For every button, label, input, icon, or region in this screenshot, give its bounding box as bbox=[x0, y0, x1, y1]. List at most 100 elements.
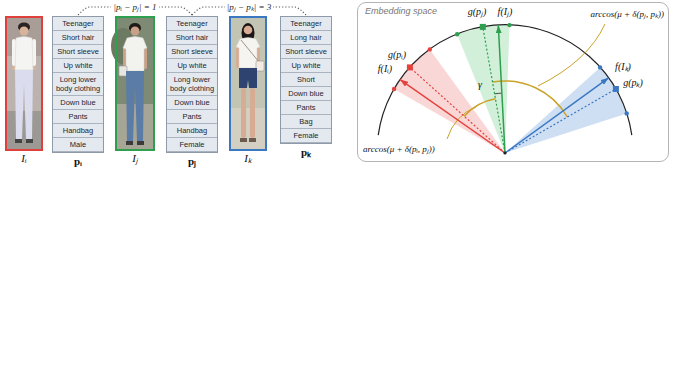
embedding-sketch bbox=[378, 25, 632, 136]
math-label: f(Iⱼ) bbox=[498, 6, 513, 18]
pedestrian-photo bbox=[229, 16, 267, 151]
attribute-cell: Down blue bbox=[53, 96, 103, 110]
pedestrian-photo bbox=[256, 61, 264, 71]
image-label: Iₖ bbox=[219, 152, 277, 164]
pedestrian-photo bbox=[239, 68, 257, 88]
attribute-cell: Up white bbox=[167, 59, 217, 73]
embedding-sketch bbox=[400, 80, 505, 153]
attribute-table: TeenagerLong hairShort sleeveUp whiteSho… bbox=[280, 16, 332, 144]
embedding-sketch bbox=[392, 87, 396, 91]
pedestrian-photo bbox=[126, 141, 133, 145]
embedding-sketch bbox=[495, 93, 502, 95]
attribute-cell: Short hair bbox=[53, 31, 103, 45]
photo-frame: Iₖ bbox=[229, 16, 267, 151]
math-label: g(pᵢ) bbox=[388, 49, 406, 61]
pedestrian-photo bbox=[20, 27, 29, 36]
attribute-table: TeenagerShort hairShort sleeveUp whiteLo… bbox=[52, 16, 104, 153]
attribute-cell: Down blue bbox=[167, 96, 217, 110]
attribute-cell: Pants bbox=[53, 110, 103, 124]
embedding-sketch bbox=[503, 151, 506, 154]
pedestrian-photo bbox=[126, 71, 144, 141]
embedding-sketch bbox=[378, 23, 632, 155]
attribute-cell: Up white bbox=[53, 59, 103, 73]
attribute-cell: Short sleeve bbox=[53, 45, 103, 59]
embedding-sketch bbox=[407, 64, 413, 70]
math-label: g(pₖ) bbox=[623, 77, 643, 89]
pedestrian-photo bbox=[115, 104, 155, 151]
attribute-cell: Up white bbox=[281, 59, 331, 73]
pedestrian-photo bbox=[5, 16, 43, 151]
image-label: Iⱼ bbox=[105, 152, 165, 164]
embedding-sketch bbox=[498, 25, 505, 153]
attribute-cell: Handbag bbox=[53, 124, 103, 138]
attribute-cell: Long hair bbox=[281, 31, 331, 45]
pedestrian-photo bbox=[137, 141, 144, 145]
math-label: f(Iᵢ) bbox=[378, 63, 392, 75]
embedding-sketch bbox=[538, 24, 605, 86]
pedestrian-photo bbox=[15, 37, 33, 71]
embedding-sketch bbox=[493, 81, 568, 117]
embedding-sketch bbox=[505, 67, 627, 153]
pedestrian-photo bbox=[15, 70, 33, 139]
embedding-sketch bbox=[505, 89, 616, 153]
embedding-sketch bbox=[464, 99, 495, 116]
embedding-sketch bbox=[483, 27, 505, 153]
pedestrian-photo bbox=[229, 16, 267, 151]
math-label: g(pⱼ) bbox=[468, 6, 487, 18]
pedestrian-photo bbox=[240, 138, 247, 142]
edge-label: |pⱼ − pₖ| = 3 bbox=[225, 2, 274, 13]
math-label: arccos(μ + δ(pᵢ, pⱼ)) bbox=[363, 144, 435, 155]
embedding-panel: Embedding space bbox=[357, 2, 669, 162]
attribute-cell: Handbag bbox=[167, 124, 217, 138]
pedestrian-photo bbox=[119, 66, 127, 76]
attribute-cell: Long lower body clothing bbox=[167, 73, 217, 96]
embedding-sketch bbox=[505, 78, 609, 153]
attribute-cell: Bag bbox=[281, 115, 331, 129]
pedestrian-photo bbox=[131, 27, 140, 36]
panel-title: Embedding space bbox=[365, 6, 437, 17]
attribute-cell: Short sleeve bbox=[167, 45, 217, 59]
pedestrian-photo bbox=[229, 108, 267, 151]
pedestrian-photo bbox=[241, 40, 259, 62]
photo-frame: Iᵢ bbox=[5, 16, 43, 151]
image-label: Iᵢ bbox=[0, 152, 53, 164]
math-label: arccos(μ + δ(pⱼ, pₖ)) bbox=[591, 9, 664, 20]
vector-label: pᵢ bbox=[41, 155, 115, 167]
edge-label: |pᵢ − pⱼ| = 1 bbox=[111, 2, 158, 13]
pedestrian-photo bbox=[26, 139, 33, 143]
embedding-sketch bbox=[480, 24, 486, 30]
embedding-sketch bbox=[410, 67, 505, 153]
pedestrian-photo bbox=[5, 16, 43, 151]
attribute-cell: Female bbox=[281, 129, 331, 143]
attribute-cell: Male bbox=[53, 138, 103, 152]
attribute-cell: Teenager bbox=[167, 17, 217, 31]
pedestrian-photo bbox=[249, 138, 256, 142]
attribute-table: TeenagerShort hairShort sleeveUp whiteLo… bbox=[166, 16, 218, 153]
pedestrian-photo bbox=[111, 16, 155, 151]
pedestrian-photo bbox=[15, 139, 22, 143]
embedding-sketch bbox=[428, 47, 432, 51]
attribute-cell: Female bbox=[167, 138, 217, 152]
math-label: f(Iₖ) bbox=[615, 61, 631, 73]
photo-frame: Iⱼ bbox=[115, 16, 155, 151]
pedestrian-photo bbox=[5, 111, 43, 151]
embedding-sketch bbox=[625, 111, 629, 115]
pedestrian-photo bbox=[241, 88, 246, 138]
pedestrian-photo bbox=[244, 26, 253, 35]
math-label: γ bbox=[478, 79, 482, 91]
attribute-cell: Teenager bbox=[53, 17, 103, 31]
attribute-cell: Down blue bbox=[281, 87, 331, 101]
attribute-cell: Short hair bbox=[167, 31, 217, 45]
attribute-cell: Short bbox=[281, 73, 331, 87]
embedding-sketch bbox=[507, 23, 511, 27]
vector-label: pⱼ bbox=[155, 155, 229, 167]
embedding-sketch bbox=[613, 86, 619, 92]
pedestrian-photo bbox=[250, 88, 255, 138]
embedding-sketch bbox=[455, 32, 459, 36]
vector-label: pₖ bbox=[269, 146, 343, 158]
embedding-sketch bbox=[598, 65, 602, 69]
attribute-cell: Teenager bbox=[281, 17, 331, 31]
attribute-cell: Pants bbox=[167, 110, 217, 124]
